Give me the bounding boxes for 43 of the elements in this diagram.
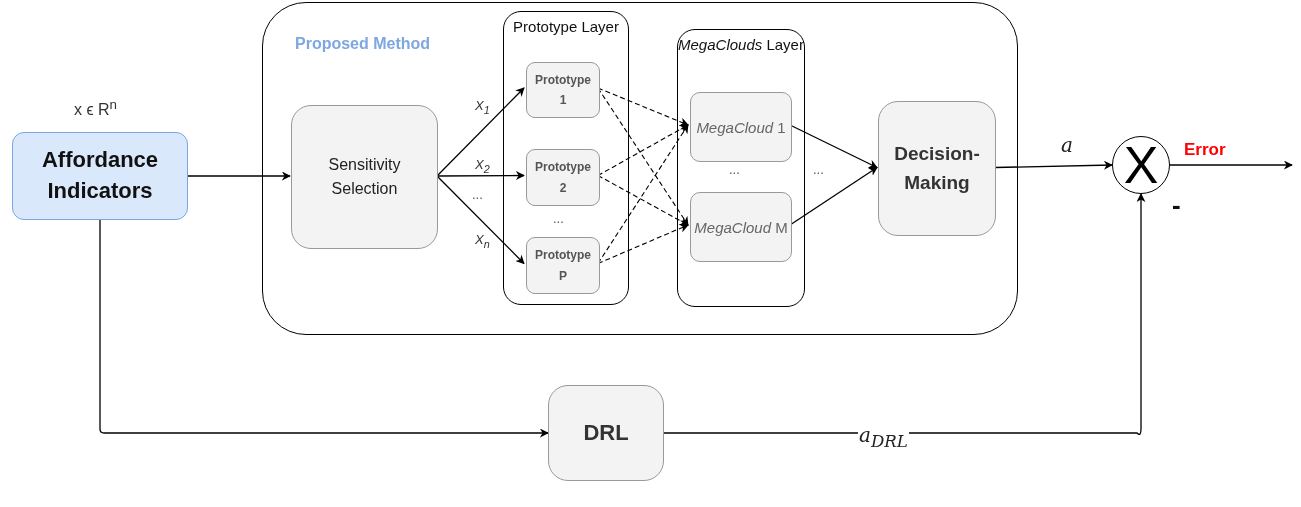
- arrow: [1169, 160, 1293, 170]
- input-annotation: x ϵ R$^{n}$: [74, 98, 117, 119]
- process-box: [291, 105, 438, 249]
- layer-container: [503, 11, 629, 305]
- ellipsis-text: ...: [729, 163, 740, 176]
- output-label: Error: [1184, 141, 1226, 158]
- ellipsis-text: ...: [472, 188, 483, 201]
- input-box: [12, 132, 188, 220]
- ellipsis-text: ...: [813, 163, 824, 176]
- megacloud-box: [690, 92, 792, 162]
- arrow: [436, 175, 525, 265]
- arrow: [187, 171, 291, 181]
- group-title: Prototype Layer: [513, 18, 619, 36]
- node-label: Decision-Making: [893, 142, 981, 195]
- arrow: [436, 87, 525, 177]
- node-label: X: [1123, 139, 1159, 191]
- arrow: [436, 171, 525, 181]
- edge-label: X$_{2}$: [474, 157, 491, 176]
- process-box: [548, 385, 664, 481]
- prototype-box: [526, 237, 600, 294]
- node-label: MegaCloud 1: [695, 117, 787, 138]
- node-label: Sensitivity Selection: [327, 155, 402, 199]
- megacloud-box: [690, 192, 792, 262]
- method-container: [262, 2, 1018, 335]
- node-label: DRL: [583, 420, 629, 446]
- layer-container: [677, 29, 805, 307]
- edge-label: X$_{n}$: [474, 232, 491, 251]
- process-box: [878, 101, 996, 236]
- edge-label: X$_{1}$: [474, 98, 491, 117]
- arrow: [99, 219, 549, 438]
- prototype-box: [526, 149, 600, 206]
- minus-sign: -: [1172, 192, 1181, 218]
- node-label: MegaCloud M: [693, 217, 789, 238]
- ellipsis-text: ...: [553, 212, 564, 225]
- group-title: MegaClouds Layer: [678, 36, 804, 54]
- node-label: Affordance Indicators: [40, 146, 160, 205]
- node-label: Prototype P: [534, 247, 592, 285]
- node-label: Prototype 2: [534, 159, 592, 197]
- arrow: [663, 193, 1146, 435]
- arrow: [994, 160, 1113, 170]
- node-label: Prototype 1: [534, 71, 592, 109]
- group-title: Proposed Method: [295, 35, 431, 53]
- prototype-box: [526, 62, 600, 118]
